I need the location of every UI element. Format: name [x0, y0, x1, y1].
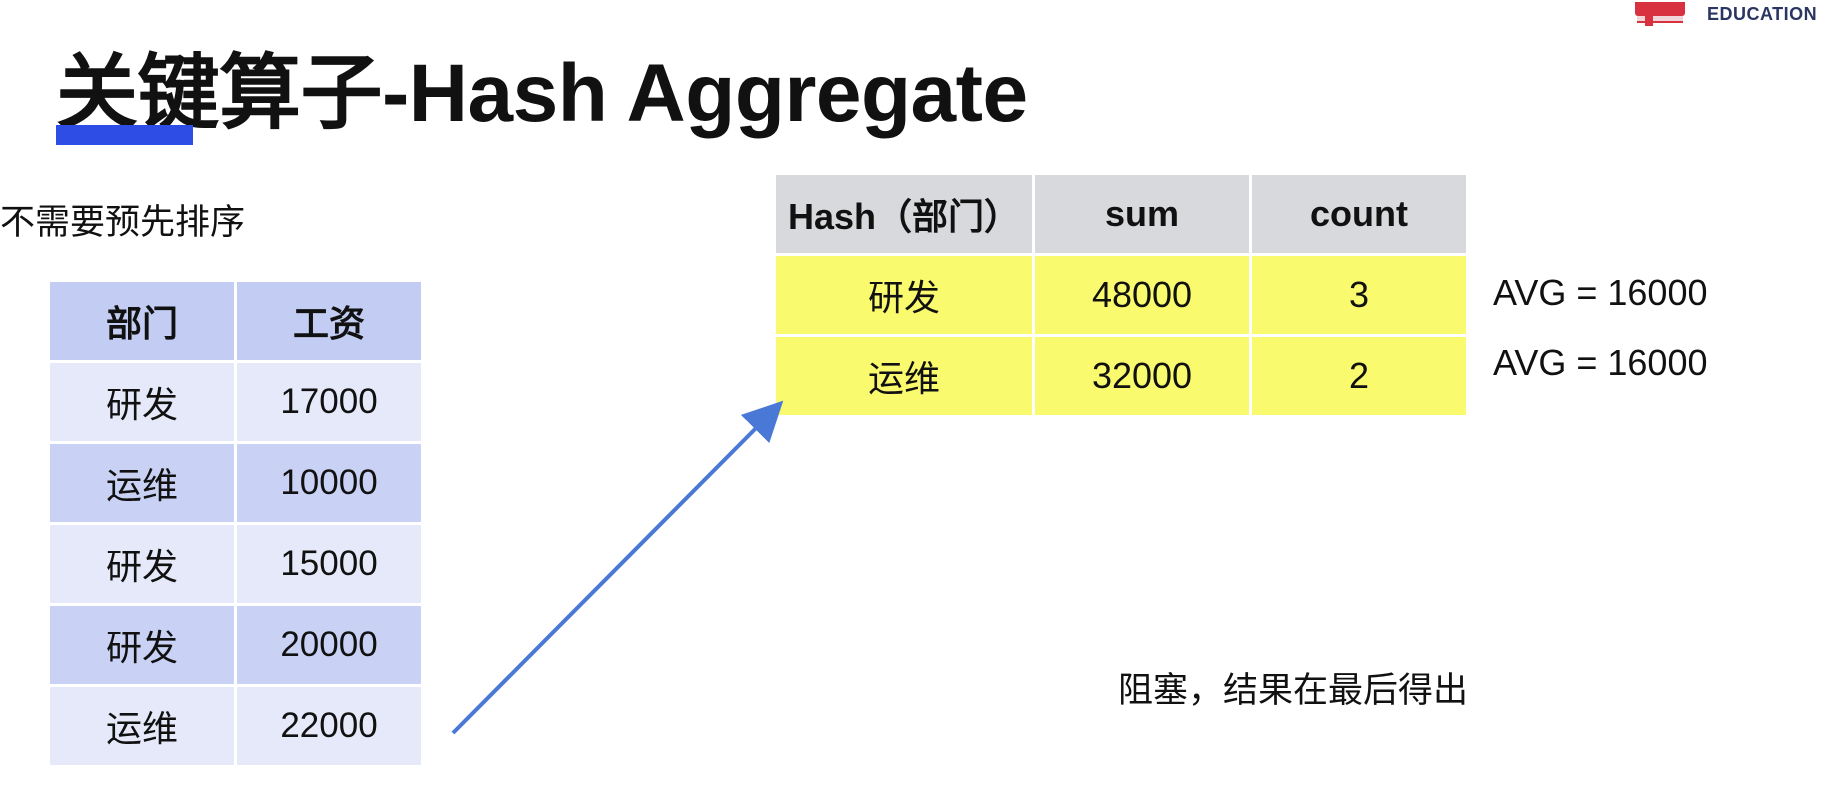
cell-dept: 研发	[50, 363, 234, 441]
cell-sum: 48000	[1035, 256, 1249, 334]
slide-title: 关键算子-Hash Aggregate	[56, 48, 1028, 139]
table-row: 运维 22000	[50, 687, 421, 765]
cell-dept: 运维	[50, 687, 234, 765]
table-row: 研发 20000	[50, 606, 421, 684]
avg-label: AVG = 16000	[1493, 342, 1708, 383]
avg-label: AVG = 16000	[1493, 272, 1708, 313]
header-hash-key: Hash（部门）	[776, 175, 1032, 253]
book-icon	[1635, 2, 1685, 26]
header-sum: sum	[1035, 175, 1249, 253]
cell-salary: 15000	[237, 525, 421, 603]
cell-hash-key: 研发	[776, 256, 1032, 334]
table-row: 研发 48000 3	[776, 256, 1466, 334]
title-underline	[56, 125, 193, 145]
table-row: 研发 15000	[50, 525, 421, 603]
cell-count: 3	[1252, 256, 1466, 334]
note-blocking: 阻塞，结果在最后得出	[1118, 671, 1469, 710]
salary-table: 部门 工资 研发 17000 运维 10000 研发 15000 研发 2000…	[47, 279, 424, 768]
cell-dept: 研发	[50, 606, 234, 684]
table-row: 研发 17000	[50, 363, 421, 441]
cell-dept: 研发	[50, 525, 234, 603]
cell-count: 2	[1252, 337, 1466, 415]
cell-sum: 32000	[1035, 337, 1249, 415]
header-dept: 部门	[50, 282, 234, 360]
hash-table: Hash（部门） sum count 研发 48000 3 运维 32000 2	[773, 172, 1469, 418]
cell-salary: 20000	[237, 606, 421, 684]
cell-salary: 17000	[237, 363, 421, 441]
note-no-presort: 不需要预先排序	[0, 203, 246, 242]
table-row: 运维 10000	[50, 444, 421, 522]
table-row: 运维 32000 2	[776, 337, 1466, 415]
cell-salary: 10000	[237, 444, 421, 522]
cell-hash-key: 运维	[776, 337, 1032, 415]
cell-salary: 22000	[237, 687, 421, 765]
hash-table-header-row: Hash（部门） sum count	[776, 175, 1466, 253]
logo-text: EDUCATION	[1707, 3, 1818, 24]
cell-dept: 运维	[50, 444, 234, 522]
header-count: count	[1252, 175, 1466, 253]
salary-table-header-row: 部门 工资	[50, 282, 421, 360]
arrow-line	[451, 400, 784, 735]
brand-logo: EDUCATION	[1627, 0, 1837, 28]
header-salary: 工资	[237, 282, 421, 360]
